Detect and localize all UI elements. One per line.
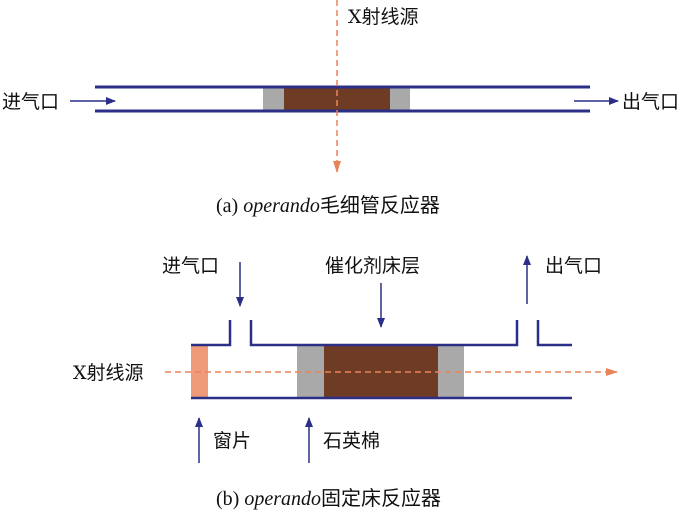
caption-a: (a) operando毛细管反应器 <box>216 194 440 217</box>
panel-a: X射线源 进气口 出气口 (a) operando毛细管反应器 <box>2 0 679 217</box>
caption-a-prefix: (a) <box>216 195 243 217</box>
catalyst-bed-label: 催化剂床层 <box>325 255 420 277</box>
outlet-label-a: 出气口 <box>622 91 679 113</box>
inlet-label-b: 进气口 <box>162 255 219 277</box>
caption-a-suffix: 毛细管反应器 <box>320 194 440 217</box>
inlet-label-a: 进气口 <box>2 91 59 113</box>
quartz-wool-right-a <box>390 88 410 110</box>
outlet-label-b: 出气口 <box>545 255 602 277</box>
reactor-wall-top-right <box>536 320 572 347</box>
reactor-wall-top-mid <box>249 320 519 347</box>
catalyst-bed-a <box>284 88 390 110</box>
panel-b: 进气口 催化剂床层 出气口 X射线源 窗片 石英棉 (b) operando固定… <box>73 255 618 510</box>
caption-b-operando: operando <box>244 488 321 510</box>
quartz-wool-left-a <box>263 88 284 110</box>
quartz-wool-label: 石英棉 <box>323 430 380 452</box>
caption-a-operando: operando <box>243 195 320 217</box>
xray-source-label-a: X射线源 <box>348 6 419 28</box>
xray-source-label-b: X射线源 <box>73 362 144 384</box>
caption-b-prefix: (b) <box>216 488 244 510</box>
caption-b-suffix: 固定床反应器 <box>321 487 441 510</box>
window-label: 窗片 <box>213 430 251 452</box>
caption-b: (b) operando固定床反应器 <box>216 487 441 510</box>
reactor-wall-top-left <box>191 320 232 347</box>
